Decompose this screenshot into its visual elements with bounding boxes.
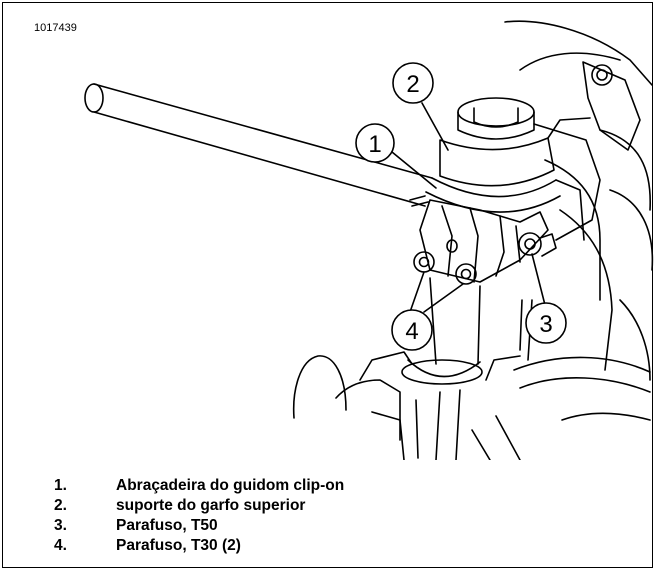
bolt-t30-left <box>413 251 435 273</box>
legend-text: Abraçadeira do guidom clip-on <box>116 477 345 494</box>
lower-assembly <box>292 351 651 460</box>
fork-top-cap <box>425 97 561 213</box>
bolt-t50 <box>518 232 557 257</box>
callout-2: 2 <box>392 62 449 151</box>
figure-frame <box>2 2 653 568</box>
callout-3: 3 <box>525 253 567 344</box>
callout-3-label: 3 <box>539 311 552 338</box>
legend-number: 4. <box>54 537 67 554</box>
legend-item: 2. suporte do garfo superior <box>54 496 344 516</box>
legend-number: 1. <box>54 477 67 494</box>
legend-item: 4. Parafuso, T30 (2) <box>54 536 344 556</box>
legend-text: suporte do garfo superior <box>116 497 306 514</box>
clip-on-clamp <box>419 199 549 283</box>
legend-item: 1. Abraçadeira do guidom clip-on <box>54 476 344 496</box>
bolt-head-top-right <box>591 64 613 86</box>
legend-item: 3. Parafuso, T50 <box>54 516 344 536</box>
handlebar-clamp-illustration: 1 2 3 4 <box>84 20 654 460</box>
legend-text: Parafuso, T30 (2) <box>116 537 241 554</box>
legend-number: 3. <box>54 517 67 534</box>
upper-fork-bracket <box>533 117 601 241</box>
callout-1-label: 1 <box>368 131 381 158</box>
callout-4: 4 <box>391 271 464 351</box>
callout-4-label: 4 <box>405 318 418 345</box>
fork-bracket-background <box>504 20 654 381</box>
callout-2-label: 2 <box>406 71 419 98</box>
callout-1: 1 <box>355 123 437 189</box>
legend-text: Parafuso, T50 <box>116 517 218 534</box>
bolt-t30-right <box>455 263 477 285</box>
fork-stem <box>401 277 533 385</box>
legend-number: 2. <box>54 497 67 514</box>
legend-list: 1. Abraçadeira do guidom clip-on 2. supo… <box>54 476 344 556</box>
figure-id: 1017439 <box>34 22 77 34</box>
